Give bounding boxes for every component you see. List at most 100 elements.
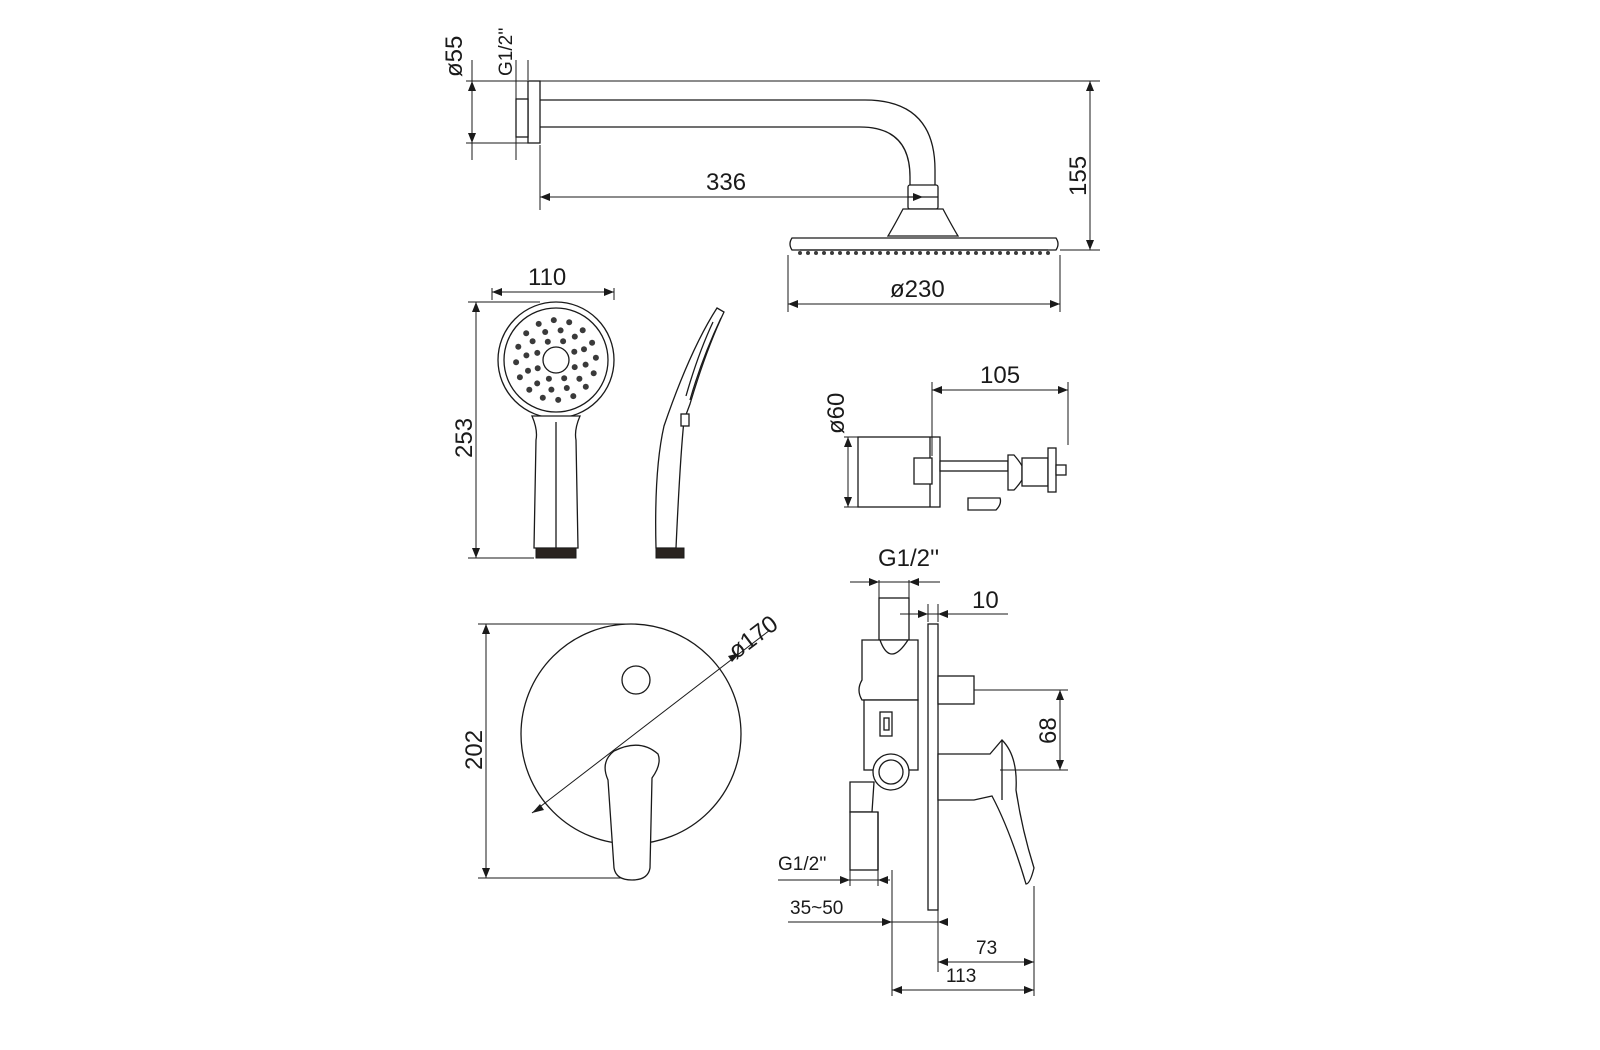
rain-shower-head bbox=[789, 237, 1059, 251]
hand-width-label: 110 bbox=[528, 264, 566, 291]
hand-nozzle-dot bbox=[526, 386, 533, 393]
mixer-side-view bbox=[849, 597, 1035, 911]
head-nozzle-dot bbox=[1006, 251, 1010, 255]
holder-diameter-label: ø60 bbox=[823, 393, 850, 434]
mixer-shower-outlet bbox=[937, 675, 975, 705]
head-nozzle-dot bbox=[982, 251, 986, 255]
hand-nozzle-dot bbox=[535, 320, 542, 327]
holder-outlet bbox=[967, 497, 1002, 511]
shower-arm-view bbox=[515, 80, 1059, 255]
hand-nozzle-dot bbox=[544, 338, 551, 345]
hand-nozzle-dot bbox=[566, 319, 573, 326]
hand-length-label: 253 bbox=[451, 418, 478, 458]
mixer-side-inlet bbox=[849, 811, 879, 871]
head-nozzle-dot bbox=[990, 251, 994, 255]
head-nozzle-dot bbox=[862, 251, 866, 255]
hand-nozzle-dot bbox=[571, 348, 578, 355]
hand-nozzle-dot bbox=[542, 329, 549, 335]
hand-nozzle-dot bbox=[513, 359, 520, 366]
hand-nozzle-dot bbox=[557, 327, 564, 334]
hand-shower-dimensions: 110 253 bbox=[451, 264, 615, 559]
hand-nozzle-dot bbox=[534, 380, 541, 387]
head-nozzle-dot bbox=[934, 251, 938, 255]
mixer-plate-thickness-label: 10 bbox=[972, 587, 999, 614]
hand-nozzle-dot bbox=[582, 383, 589, 390]
mixer-side-lever bbox=[937, 739, 1035, 885]
head-nozzle-dot bbox=[902, 251, 906, 255]
head-nozzle-dot bbox=[846, 251, 850, 255]
arm-thread-label: G1/2'' bbox=[496, 28, 517, 76]
mixer-top-thread-label: G1/2'' bbox=[878, 545, 939, 572]
mixer-front-view: ø170 bbox=[520, 610, 783, 881]
hand-nozzle-dot bbox=[525, 367, 531, 374]
mixer-wall-plate bbox=[927, 623, 939, 911]
hand-nozzle-dot bbox=[548, 386, 555, 393]
hand-shower-front bbox=[497, 301, 615, 559]
head-nozzle-dot bbox=[838, 251, 842, 255]
mixer-projection-label: 73 bbox=[976, 938, 997, 959]
head-nozzle-dot bbox=[1030, 251, 1034, 255]
head-nozzle-dot bbox=[806, 251, 810, 255]
head-nozzle-dot bbox=[798, 251, 802, 255]
shower-arm bbox=[540, 99, 936, 185]
mixer-side-thread-label: G1/2'' bbox=[778, 854, 826, 875]
head-nozzle-dot bbox=[1038, 251, 1042, 255]
hand-nozzle-dot bbox=[555, 396, 562, 403]
hand-nozzle-dot bbox=[563, 385, 570, 391]
hand-nozzle-dot bbox=[515, 343, 522, 350]
mixer-lever bbox=[604, 744, 660, 881]
hand-shower-side bbox=[655, 307, 725, 559]
arm-flange-diameter-label: ø55 bbox=[441, 36, 468, 77]
arm-length-label: 336 bbox=[706, 169, 746, 196]
shower-holder-view bbox=[857, 436, 1067, 511]
arm-dimensions: ø55 G1/2'' 336 155 ø230 bbox=[441, 28, 1100, 312]
diverter-button bbox=[621, 665, 651, 695]
hand-nozzle-dot bbox=[550, 317, 557, 324]
hand-nozzle-dot bbox=[516, 374, 523, 381]
head-nozzle-dot bbox=[918, 251, 922, 255]
hand-nozzle-dot bbox=[579, 327, 586, 334]
head-nozzle-dot bbox=[974, 251, 978, 255]
head-nozzle-dot bbox=[1022, 251, 1026, 255]
hand-shower-side-connector bbox=[655, 547, 685, 559]
hand-nozzle-dot bbox=[571, 364, 578, 371]
hand-nozzle-dot bbox=[523, 330, 530, 337]
hand-nozzle-dot bbox=[571, 333, 578, 340]
head-nozzle-dot bbox=[958, 251, 962, 255]
head-nozzle-dot bbox=[1014, 251, 1018, 255]
head-nozzle-dot bbox=[942, 251, 946, 255]
plate-diameter-label: ø170 bbox=[723, 610, 783, 664]
head-nozzle-dot bbox=[894, 251, 898, 255]
hand-nozzle-dot bbox=[534, 365, 541, 372]
head-nozzle-dot bbox=[966, 251, 970, 255]
mixer-front-dimensions: 202 bbox=[461, 623, 631, 879]
mixer-outlet-height-label: 68 bbox=[1035, 717, 1062, 744]
hand-nozzle-dot bbox=[560, 338, 567, 345]
hand-nozzle-dot bbox=[561, 375, 568, 382]
hand-nozzle-dot bbox=[545, 375, 552, 382]
hand-nozzle-dot bbox=[590, 370, 597, 377]
hand-nozzle-dot bbox=[582, 361, 589, 368]
plate-height-label: 202 bbox=[461, 730, 488, 770]
hand-shower-connector bbox=[535, 547, 577, 559]
head-nozzle-dot bbox=[814, 251, 818, 255]
mixer-depth-range-label: 35~50 bbox=[790, 898, 843, 919]
mixer-total-depth-label: 113 bbox=[946, 966, 976, 987]
hand-nozzle-dot bbox=[523, 352, 530, 359]
mixer-cartridge bbox=[872, 753, 910, 791]
head-nozzle-dot bbox=[1046, 251, 1050, 255]
hand-nozzle-dot bbox=[570, 393, 577, 400]
arm-thread-nipple bbox=[515, 98, 529, 138]
head-nozzle-dot bbox=[878, 251, 882, 255]
head-nozzle-dot bbox=[886, 251, 890, 255]
hand-nozzle-dot bbox=[529, 338, 536, 345]
head-nozzle-dot bbox=[950, 251, 954, 255]
head-nozzle-dot bbox=[926, 251, 930, 255]
mixer-top-inlet bbox=[878, 597, 910, 641]
head-nozzle-dot bbox=[910, 251, 914, 255]
hand-nozzle-dot bbox=[539, 394, 546, 401]
head-nozzle-dot bbox=[822, 251, 826, 255]
head-nozzle-dot bbox=[854, 251, 858, 255]
head-diameter-label: ø230 bbox=[890, 276, 945, 303]
head-nozzle-dot bbox=[998, 251, 1002, 255]
